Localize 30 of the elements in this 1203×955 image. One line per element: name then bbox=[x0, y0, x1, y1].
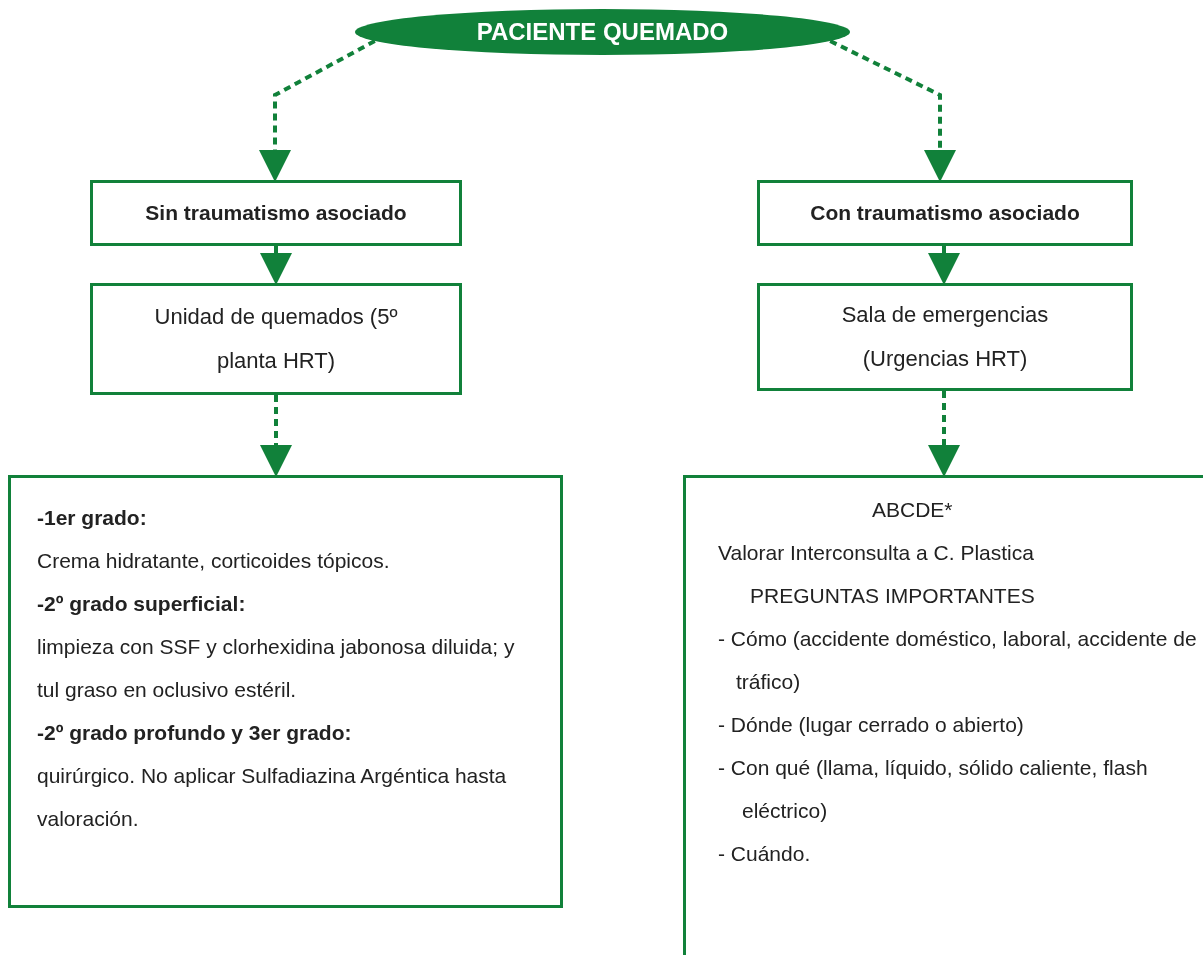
dashed-arrow bbox=[928, 391, 960, 477]
node-text: PACIENTE QUEMADO bbox=[476, 17, 729, 47]
node-text: - Cuándo. bbox=[718, 841, 812, 867]
node-text: Sin traumatismo asociado bbox=[145, 200, 407, 227]
node-text: - Con qué (llama, líquido, sólido caliente, flash eléctrico) bbox=[718, 755, 1149, 824]
process-box bbox=[757, 180, 1133, 246]
process-box bbox=[8, 475, 563, 908]
dashed-arrow bbox=[829, 39, 956, 182]
grade-heading: -1er grado: bbox=[37, 505, 148, 531]
node-text: Unidad de quemados (5º planta HRT) bbox=[153, 303, 399, 375]
dashed-arrow bbox=[928, 246, 960, 285]
node-text: - Cómo (accidente doméstico, laboral, accidente de tráfico) bbox=[718, 626, 1198, 695]
node-text: PREGUNTAS IMPORTANTES bbox=[749, 583, 1036, 609]
process-box bbox=[757, 283, 1133, 391]
node-text: Sala de emergencias (Urgencias HRT) bbox=[840, 301, 1050, 373]
dashed-arrow bbox=[260, 395, 292, 477]
process-box bbox=[90, 283, 462, 395]
node-text: ABCDE* bbox=[871, 497, 954, 523]
grade-heading: -2º grado superficial: bbox=[37, 591, 247, 617]
dashed-arrow bbox=[260, 246, 292, 285]
node-text: - Dónde (lugar cerrado o abierto) bbox=[718, 712, 1025, 738]
grade-heading: -2º grado profundo y 3er grado: bbox=[37, 720, 353, 746]
node-text: Con traumatismo asociado bbox=[810, 200, 1080, 227]
node-text: limpieza con SSF y clorhexidina jabonosa diluida; y tul graso en oclusivo estéril. bbox=[37, 634, 516, 703]
node-text: Crema hidratante, corticoides tópicos. bbox=[37, 548, 391, 574]
node-text: Valorar Interconsulta a C. Plastica bbox=[718, 540, 1035, 566]
process-box bbox=[90, 180, 462, 246]
node-text: quirúrgico. No aplicar Sulfadiazina Argéntica hasta valoración. bbox=[37, 763, 508, 832]
dashed-arrow bbox=[259, 39, 376, 182]
process-box bbox=[683, 475, 1203, 955]
